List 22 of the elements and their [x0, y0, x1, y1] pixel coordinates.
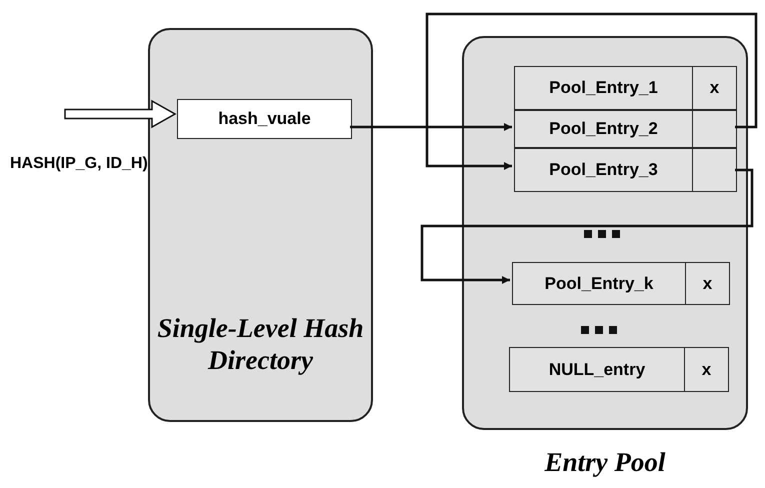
null-pointer-mark: x [710, 77, 720, 100]
entry-row [514, 148, 737, 192]
entry-name: NULL_entry [548, 358, 646, 381]
hash-function-label: HASH(IP_G, ID_H) [10, 154, 148, 174]
panel-background [148, 28, 373, 422]
hash-value-box: hash_vuale [177, 99, 352, 139]
entry-row [512, 262, 730, 305]
null-pointer-mark: x [702, 358, 712, 381]
entry-name: Pool_Entry_2 [549, 118, 658, 140]
entry-name: Pool_Entry_1 [549, 77, 658, 100]
input-arrow [64, 100, 177, 128]
pointer-arrow [426, 12, 758, 170]
entry-row [514, 66, 737, 110]
pointer-arrow [420, 168, 754, 284]
entry-row [514, 110, 737, 148]
entry-name: Pool_Entry_k [544, 272, 654, 295]
entry-name: Pool_Entry_3 [549, 159, 658, 182]
panel-title: Single-Level Hash Directory [156, 312, 365, 376]
pointer-arrow [350, 123, 512, 131]
null-pointer-mark: x [702, 272, 712, 295]
entry-row [509, 347, 729, 392]
panel-title: Entry Pool [544, 446, 666, 478]
